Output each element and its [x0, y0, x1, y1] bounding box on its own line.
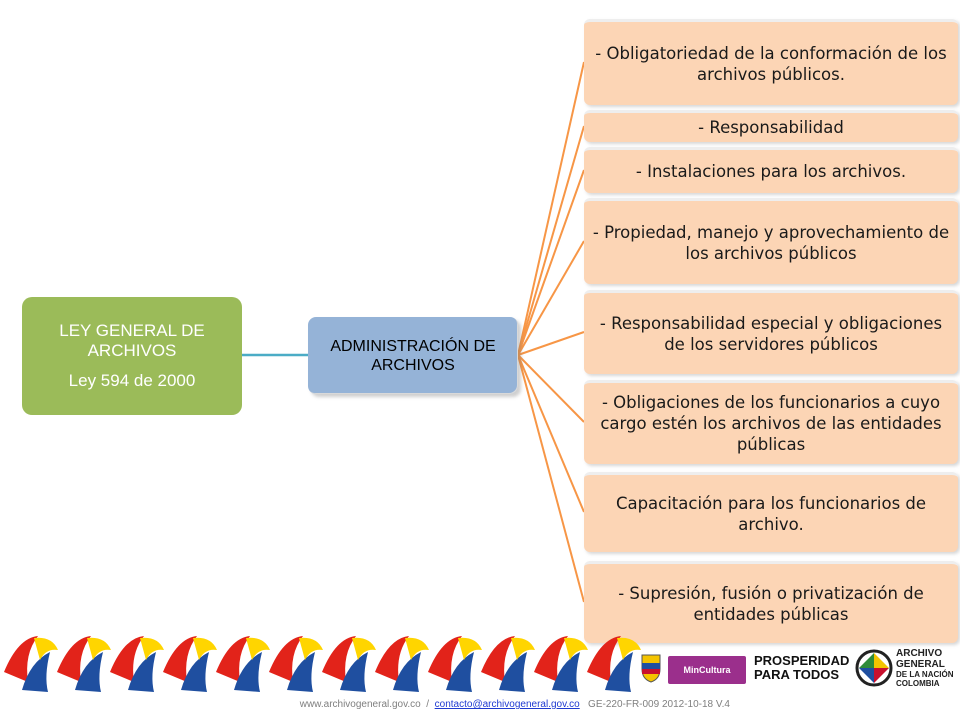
archivo-general-emblem-icon [854, 648, 894, 688]
leaf-node-instalaciones: - Instalaciones para los archivos. [584, 147, 958, 193]
agn-line1: ARCHIVO [896, 648, 943, 659]
band-red-shape-6 [269, 636, 303, 682]
leaf-node-label: - Responsabilidad especial y obligacione… [599, 313, 943, 354]
band-yellow-shape-3 [140, 637, 164, 660]
band-blue-shape-11 [552, 652, 580, 692]
middle-node-label: ADMINISTRACIÓN DE ARCHIVOS [330, 337, 496, 374]
band-yellow-shape-8 [405, 637, 429, 660]
leaf-node-supresion: - Supresión, fusión o privatización de e… [584, 561, 958, 643]
footer-document-code: GE-220-FR-009 2012-10-18 V.4 [588, 699, 730, 710]
leaf-connector-7 [517, 354, 585, 513]
root-node-ley-general: LEY GENERAL DE ARCHIVOS Ley 594 de 2000 [22, 297, 242, 415]
band-blue-shape-7 [340, 652, 368, 692]
band-red-shape-3 [110, 636, 144, 682]
footer-contact-line: www.archivogeneral.gov.co / contacto@arc… [0, 699, 960, 710]
leaf-node-label: - Obligatoriedad de la conformación de l… [595, 43, 947, 84]
band-red-shape-12 [587, 636, 621, 682]
band-yellow-shape-9 [458, 637, 482, 660]
band-yellow-shape-4 [193, 637, 217, 660]
leaf-connector-3 [517, 169, 585, 356]
band-blue-shape-10 [499, 652, 527, 692]
leaf-connector-1 [517, 61, 585, 356]
leaf-node-responsabilidad-especial: - Responsabilidad especial y obligacione… [584, 290, 958, 374]
leaf-node-propiedad: - Propiedad, manejo y aprovechamiento de… [584, 198, 958, 284]
band-blue-shape-5 [234, 652, 262, 692]
root-node-subtitle: Ley 594 de 2000 [68, 371, 196, 390]
band-blue-shape-4 [181, 652, 209, 692]
band-yellow-shape-10 [511, 637, 535, 660]
leaf-connector-5 [517, 331, 585, 356]
band-blue-shape-1 [22, 652, 50, 692]
agn-line4: COLOMBIA [896, 679, 940, 688]
band-red-shape-8 [375, 636, 409, 682]
prosperidad-logo-line2: PARA TODOS [754, 667, 839, 682]
band-red-shape-7 [322, 636, 356, 682]
band-blue-shape-2 [75, 652, 103, 692]
band-yellow-shape-6 [299, 637, 323, 660]
band-yellow-shape-11 [564, 637, 588, 660]
leaf-node-obligatoriedad: - Obligatoriedad de la conformación de l… [584, 19, 958, 105]
band-red-shape-5 [216, 636, 250, 682]
band-red-shape-11 [534, 636, 568, 682]
mincultura-logo-text: MinCultura [683, 665, 731, 675]
band-red-shape-1 [4, 636, 38, 682]
leaf-node-responsabilidad: - Responsabilidad [584, 110, 958, 142]
prosperidad-para-todos-logo: PROSPERIDAD PARA TODOS [754, 648, 850, 688]
band-blue-shape-8 [393, 652, 421, 692]
leaf-node-label: - Obligaciones de los funcionarios a cuy… [600, 393, 942, 454]
leaf-node-label: - Responsabilidad [698, 118, 844, 137]
leaf-node-obligaciones-funcionarios: - Obligaciones de los funcionarios a cuy… [584, 380, 958, 464]
band-blue-shape-9 [446, 652, 474, 692]
band-red-shape-2 [57, 636, 91, 682]
leaf-node-label: - Supresión, fusión o privatización de e… [618, 583, 924, 624]
leaf-connector-2 [517, 125, 585, 356]
band-yellow-shape-2 [87, 637, 111, 660]
leaf-node-label: - Instalaciones para los archivos. [635, 162, 907, 181]
agn-line3: DE LA NACIÓN [896, 670, 954, 679]
leaf-node-capacitacion: Capacitación para los funcionarios de ar… [584, 472, 958, 552]
band-red-shape-9 [428, 636, 462, 682]
coat-of-arms-icon [640, 648, 662, 688]
band-blue-shape-12 [605, 652, 633, 692]
footer-email-link[interactable]: contacto@archivogeneral.gov.co [434, 699, 580, 710]
band-yellow-shape-7 [352, 637, 376, 660]
root-node-title: LEY GENERAL DE ARCHIVOS [59, 321, 205, 360]
agn-line2: GENERAL [896, 659, 945, 670]
leaf-connector-4 [517, 240, 585, 356]
middle-node-administracion: ADMINISTRACIÓN DE ARCHIVOS [308, 317, 518, 394]
footer-separator: / [426, 699, 430, 710]
prosperidad-logo-line1: PROSPERIDAD [754, 653, 850, 668]
band-red-shape-4 [163, 636, 197, 682]
leaf-node-label: Capacitación para los funcionarios de ar… [615, 493, 927, 534]
band-blue-shape-3 [128, 652, 156, 692]
archivo-general-logo-text: ARCHIVO GENERAL DE LA NACIÓN COLOMBIA [896, 648, 958, 688]
mincultura-logo: MinCultura [668, 656, 746, 684]
band-yellow-shape-12 [617, 637, 641, 660]
footer-site: www.archivogeneral.gov.co [299, 699, 421, 710]
leaf-connector-8 [517, 354, 585, 603]
leaf-connector-6 [517, 354, 585, 423]
band-yellow-shape-1 [34, 637, 58, 660]
band-red-shape-10 [481, 636, 515, 682]
band-blue-shape-6 [287, 652, 315, 692]
band-yellow-shape-5 [246, 637, 270, 660]
leaf-node-label: - Propiedad, manejo y aprovechamiento de… [592, 222, 950, 263]
footer-decorative-band [4, 636, 641, 692]
